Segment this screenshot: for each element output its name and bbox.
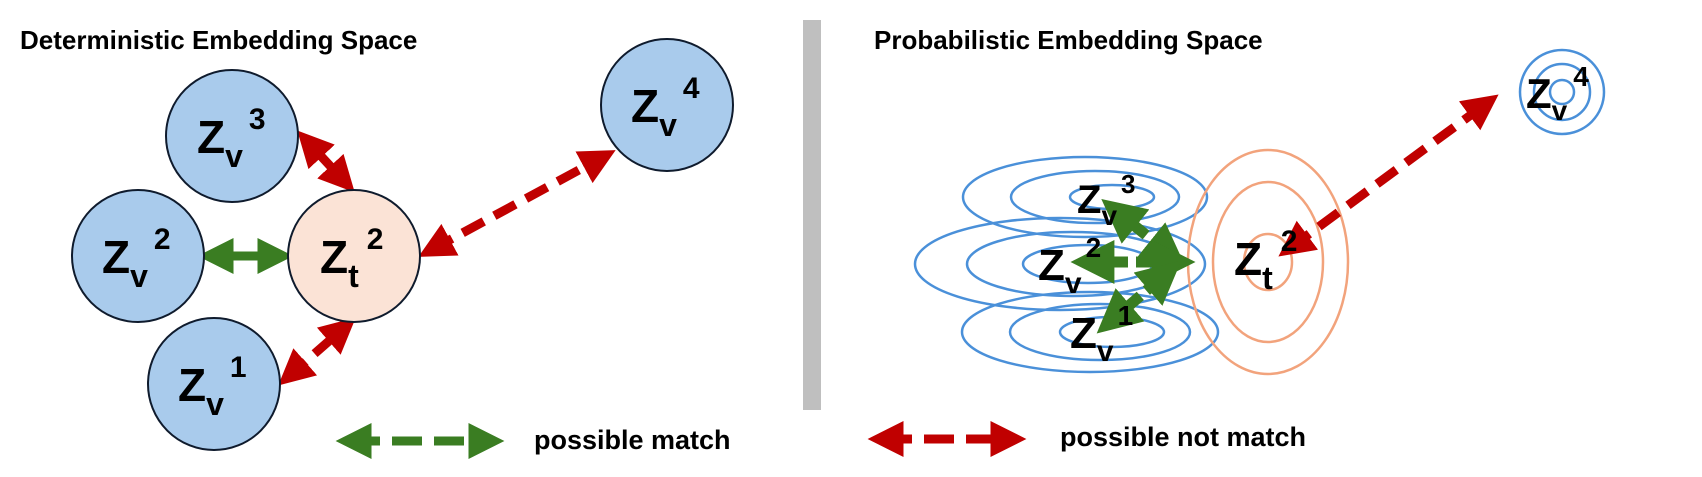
right-panel-title: Probabilistic Embedding Space bbox=[874, 25, 1263, 55]
arrow-zt2-zv4-not-match bbox=[1278, 94, 1499, 257]
left-panel-title: Deterministic Embedding Space bbox=[20, 25, 417, 55]
zv4-distribution-contours bbox=[1518, 48, 1606, 136]
arrow-zv4-zt2-not-match bbox=[418, 150, 616, 257]
node-zv2-circle bbox=[71, 189, 205, 323]
arrow-zv1-zt2-not-match bbox=[278, 317, 356, 386]
probabilistic-panel: Zv3 Zv2 Zv1 Zt2 Zv4 bbox=[913, 48, 1606, 376]
node-zt2-label: Zt2 bbox=[320, 223, 383, 294]
prob-zv3-label: Zv3 bbox=[1077, 169, 1135, 231]
prob-zt2-label: Zt2 bbox=[1234, 225, 1297, 296]
node-zv2-label: Zv2 bbox=[102, 223, 171, 294]
node-zv1-circle bbox=[147, 317, 281, 451]
node-zv1-label: Zv1 bbox=[178, 351, 247, 422]
legend-match-label: possible match bbox=[534, 425, 731, 455]
legend: possible match possible not match bbox=[335, 421, 1306, 459]
prob-zv1-label: Zv1 bbox=[1070, 300, 1133, 368]
node-zv3-label: Zv3 bbox=[197, 103, 266, 174]
zv3-distribution-contours bbox=[961, 155, 1209, 239]
prob-zv4-label: Zv4 bbox=[1526, 61, 1589, 126]
deterministic-panel: Zv3 Zv2 Zv1 Zv4 Zt2 bbox=[71, 38, 734, 451]
node-zt2-circle bbox=[287, 189, 421, 323]
arrow-zv1-zt2-match bbox=[1096, 260, 1182, 334]
legend-not-match-label: possible not match bbox=[1060, 422, 1306, 452]
node-zv4-circle bbox=[600, 38, 734, 172]
node-zv4-label: Zv4 bbox=[631, 72, 700, 143]
prob-zv2-label: Zv2 bbox=[1038, 232, 1101, 300]
node-zv3-circle bbox=[165, 69, 299, 203]
panel-divider bbox=[803, 20, 821, 410]
arrow-zv3-zt2-not-match bbox=[297, 130, 355, 193]
